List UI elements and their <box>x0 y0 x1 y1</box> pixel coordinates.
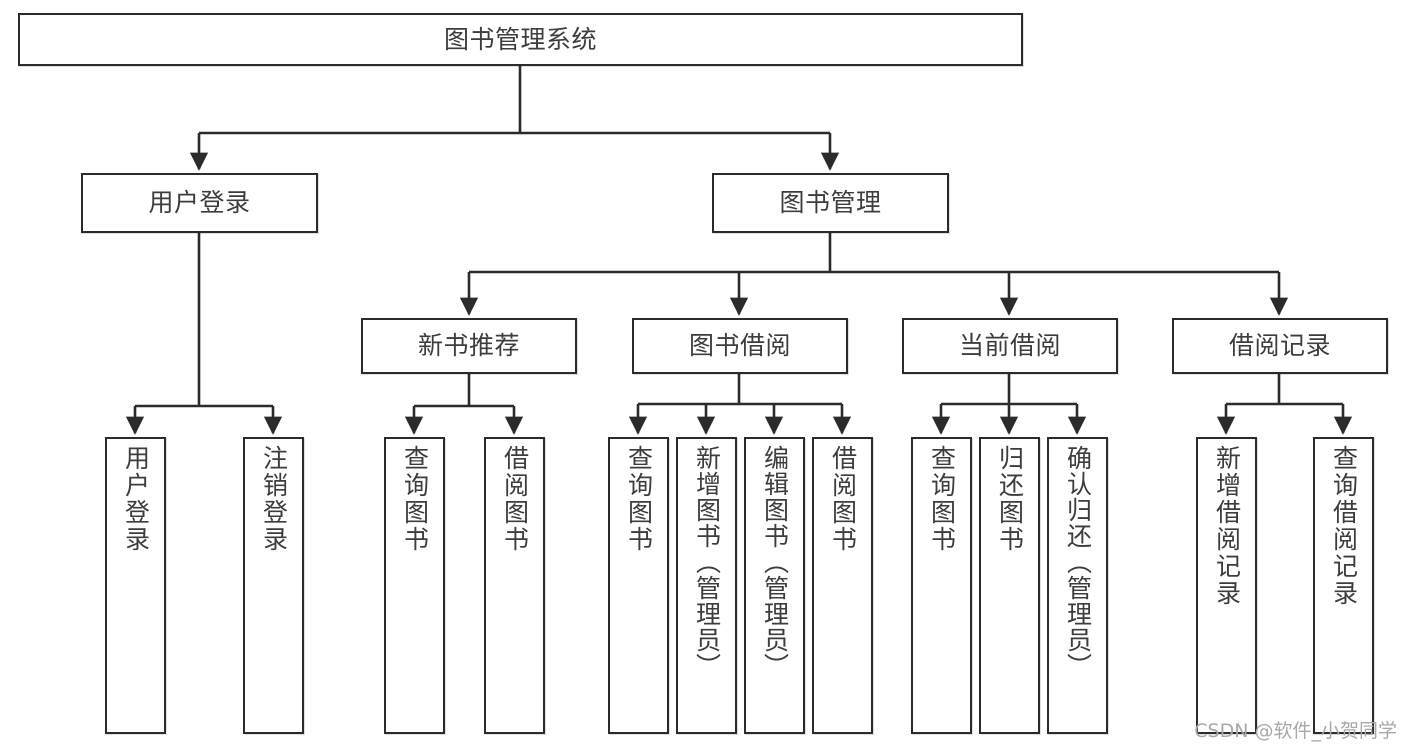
node-borrow-record[interactable]: 借阅记录 <box>1172 318 1388 374</box>
node-label: 图书借阅 <box>688 331 791 361</box>
node-label: 归还图书 <box>995 445 1025 553</box>
node-label: 借阅记录 <box>1228 331 1331 361</box>
node-leaf-logout-login[interactable]: 注销登录 <box>243 437 304 734</box>
node-label: 用户登录 <box>121 445 151 553</box>
node-leaf-query-record[interactable]: 查询借阅记录 <box>1313 437 1374 734</box>
node-user-login[interactable]: 用户登录 <box>81 173 318 233</box>
node-label: 图书管理系统 <box>443 24 597 54</box>
node-leaf-edit-book[interactable]: 编辑图书（管理员） <box>744 437 805 734</box>
node-label: 当前借阅 <box>958 331 1061 361</box>
node-label: 编辑图书（管理员） <box>760 445 790 679</box>
node-label: 新书推荐 <box>417 331 520 361</box>
node-book-borrow[interactable]: 图书借阅 <box>632 318 848 374</box>
node-leaf-add-book[interactable]: 新增图书（管理员） <box>676 437 737 734</box>
node-label: 查询图书 <box>624 445 654 553</box>
node-label: 确认归还（管理员） <box>1063 445 1093 679</box>
node-label: 新增图书（管理员） <box>692 445 722 679</box>
node-label: 借阅图书 <box>828 445 858 553</box>
csdn-watermark: CSDN @软件_小贺同学 <box>1194 720 1397 742</box>
node-label: 查询图书 <box>927 445 957 553</box>
node-leaf-user-login[interactable]: 用户登录 <box>105 437 166 734</box>
node-new-book-recommend[interactable]: 新书推荐 <box>361 318 577 374</box>
node-leaf-query-book-recommend[interactable]: 查询图书 <box>384 437 445 734</box>
node-root-system[interactable]: 图书管理系统 <box>18 13 1023 66</box>
node-label: 查询借阅记录 <box>1329 445 1359 607</box>
node-leaf-query-book-borrow[interactable]: 查询图书 <box>608 437 669 734</box>
node-leaf-return-book[interactable]: 归还图书 <box>979 437 1040 734</box>
node-leaf-borrow-book-recommend[interactable]: 借阅图书 <box>484 437 545 734</box>
node-label: 新增借阅记录 <box>1212 445 1242 607</box>
node-book-management[interactable]: 图书管理 <box>712 173 949 233</box>
node-leaf-query-book-current[interactable]: 查询图书 <box>911 437 972 734</box>
node-label: 注销登录 <box>259 445 289 553</box>
node-current-borrow[interactable]: 当前借阅 <box>902 318 1118 374</box>
node-leaf-borrow-book[interactable]: 借阅图书 <box>812 437 873 734</box>
node-label: 查询图书 <box>400 445 430 553</box>
node-label: 用户登录 <box>148 188 251 218</box>
node-leaf-add-record[interactable]: 新增借阅记录 <box>1196 437 1257 734</box>
node-leaf-confirm-return[interactable]: 确认归还（管理员） <box>1047 437 1108 734</box>
node-label: 图书管理 <box>779 188 882 218</box>
node-label: 借阅图书 <box>500 445 530 553</box>
